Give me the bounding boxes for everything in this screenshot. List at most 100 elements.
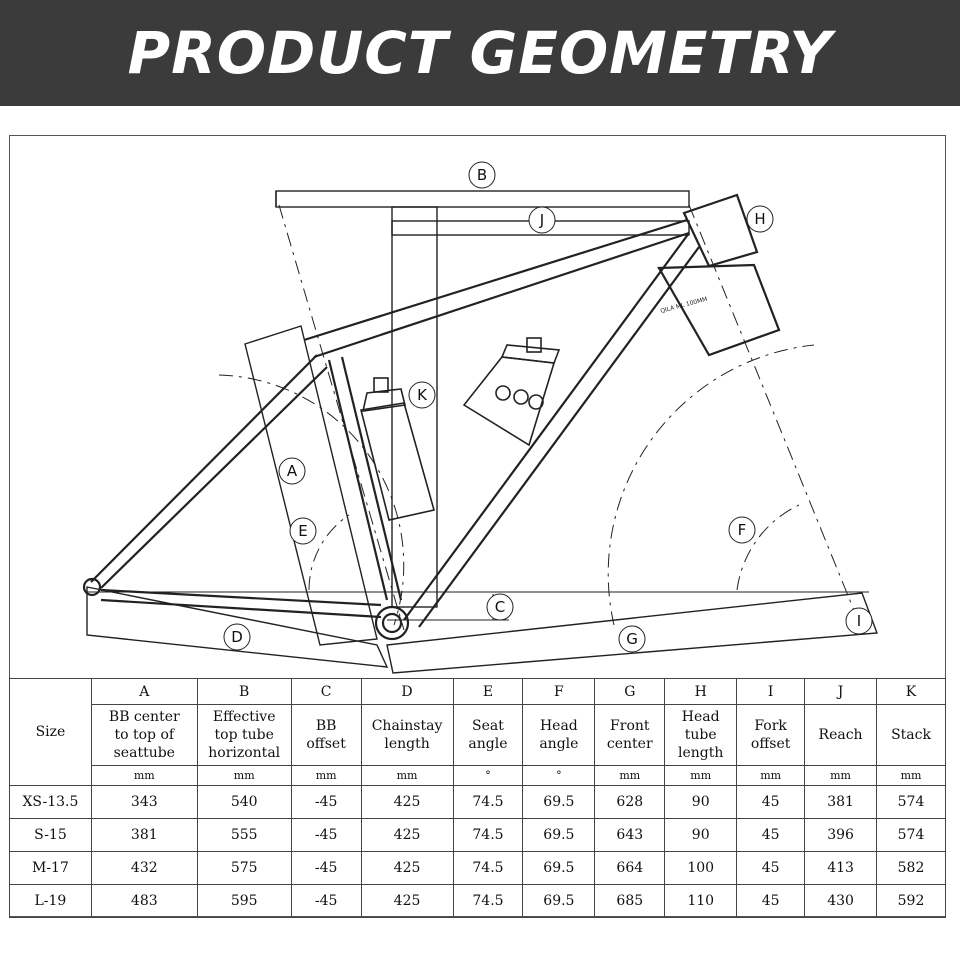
table-letter-row: Size A B C D E F G H I J K (9, 678, 946, 786)
svg-text:K: K (417, 386, 428, 404)
label-b-marker: B (468, 161, 496, 189)
table-cell: 74.5 (452, 884, 524, 918)
table-cell: 90 (664, 818, 738, 852)
size-cell: S-15 (9, 818, 92, 852)
table-cell: 74.5 (452, 851, 524, 885)
table-cell: 69.5 (522, 851, 596, 885)
dimension-g-band (386, 592, 878, 674)
dimension-d-band (86, 586, 389, 668)
table-cell: 430 (804, 884, 878, 918)
label-e-marker: E (289, 517, 317, 545)
table-cell: 425 (360, 785, 454, 819)
svg-text:I: I (857, 612, 861, 630)
table-cell: 425 (360, 884, 454, 918)
table-cell: 90 (664, 785, 738, 819)
page-title: PRODUCT GEOMETRY (127, 19, 833, 87)
table-cell: 425 (360, 818, 454, 852)
label-d-marker: D (223, 623, 251, 651)
table-cell: 381 (804, 785, 878, 819)
label-c-marker: C (486, 593, 514, 621)
svg-text:C: C (495, 598, 505, 616)
table-cell: 574 (876, 818, 946, 852)
svg-text:H: H (754, 210, 765, 228)
table-cell: 396 (804, 818, 878, 852)
table-cell: 582 (876, 851, 946, 885)
size-header: Size (9, 678, 92, 786)
table-cell: 595 (196, 884, 292, 918)
table-cell: 69.5 (522, 818, 596, 852)
table-cell: -45 (290, 884, 362, 918)
table-cell: 69.5 (522, 884, 596, 918)
table-cell: 574 (876, 785, 946, 819)
column-letter: G (594, 678, 666, 705)
column-unit: mm (196, 765, 292, 786)
label-g-marker: G (618, 625, 646, 653)
column-letter: A (90, 678, 198, 705)
table-row: S-15 381 555 -45 425 74.5 69.5 643 90 45… (9, 818, 946, 852)
column-description: Stack (876, 704, 946, 766)
svg-text:G: G (626, 630, 638, 648)
svg-text:J: J (539, 211, 544, 229)
label-a-marker: A (278, 457, 306, 485)
table-cell: -45 (290, 785, 362, 819)
column-letter: H (664, 678, 738, 705)
label-f-marker: F (728, 516, 756, 544)
svg-text:D: D (231, 628, 243, 646)
svg-text:F: F (738, 521, 747, 539)
table-cell: 45 (736, 851, 806, 885)
label-j-marker: J (528, 206, 556, 234)
dimension-b-bar (275, 190, 690, 208)
table-cell: -45 (290, 851, 362, 885)
column-unit: mm (594, 765, 666, 786)
svg-text:A: A (287, 462, 298, 480)
label-h-marker: H (746, 205, 774, 233)
column-unit: ° (522, 765, 596, 786)
table-cell: 45 (736, 785, 806, 819)
column-letter: C (290, 678, 362, 705)
column-letter: D (360, 678, 454, 705)
dimension-k-bar (391, 206, 438, 608)
column-unit: mm (360, 765, 454, 786)
table-cell: 425 (360, 851, 454, 885)
table-cell: 413 (804, 851, 878, 885)
table-cell: 664 (594, 851, 666, 885)
svg-text:B: B (477, 166, 487, 184)
table-cell: 74.5 (452, 818, 524, 852)
column-unit: ° (452, 765, 524, 786)
table-cell: 343 (90, 785, 198, 819)
column-unit: mm (804, 765, 878, 786)
column-letter: I (736, 678, 806, 705)
column-description: Reach (804, 704, 878, 766)
table-cell: 432 (90, 851, 198, 885)
table-unit-row: mm mm mm mm ° ° mm mm mm mm mm (10, 765, 946, 786)
column-unit: mm (876, 765, 946, 786)
column-unit: mm (90, 765, 198, 786)
table-cell: 110 (664, 884, 738, 918)
table-cell: 685 (594, 884, 666, 918)
column-letter: E (452, 678, 524, 705)
table-cell: 100 (664, 851, 738, 885)
column-letter: F (522, 678, 596, 705)
table-cell: 483 (90, 884, 198, 918)
table-cell: 45 (736, 818, 806, 852)
column-letter: J (804, 678, 878, 705)
table-cell: 643 (594, 818, 666, 852)
frame-geometry-diagram: QILA ML 100MM B J H K A E F C I D G (82, 161, 878, 674)
size-cell: M-17 (9, 851, 92, 885)
header-banner: PRODUCT GEOMETRY (0, 0, 960, 106)
column-unit: mm (664, 765, 738, 786)
table-cell: 575 (196, 851, 292, 885)
table-row: XS-13.5 343 540 -45 425 74.5 69.5 628 90… (9, 785, 946, 819)
dimension-a-band (244, 325, 378, 646)
size-cell: L-19 (9, 884, 92, 918)
svg-text:E: E (298, 522, 307, 540)
table-cell: 628 (594, 785, 666, 819)
